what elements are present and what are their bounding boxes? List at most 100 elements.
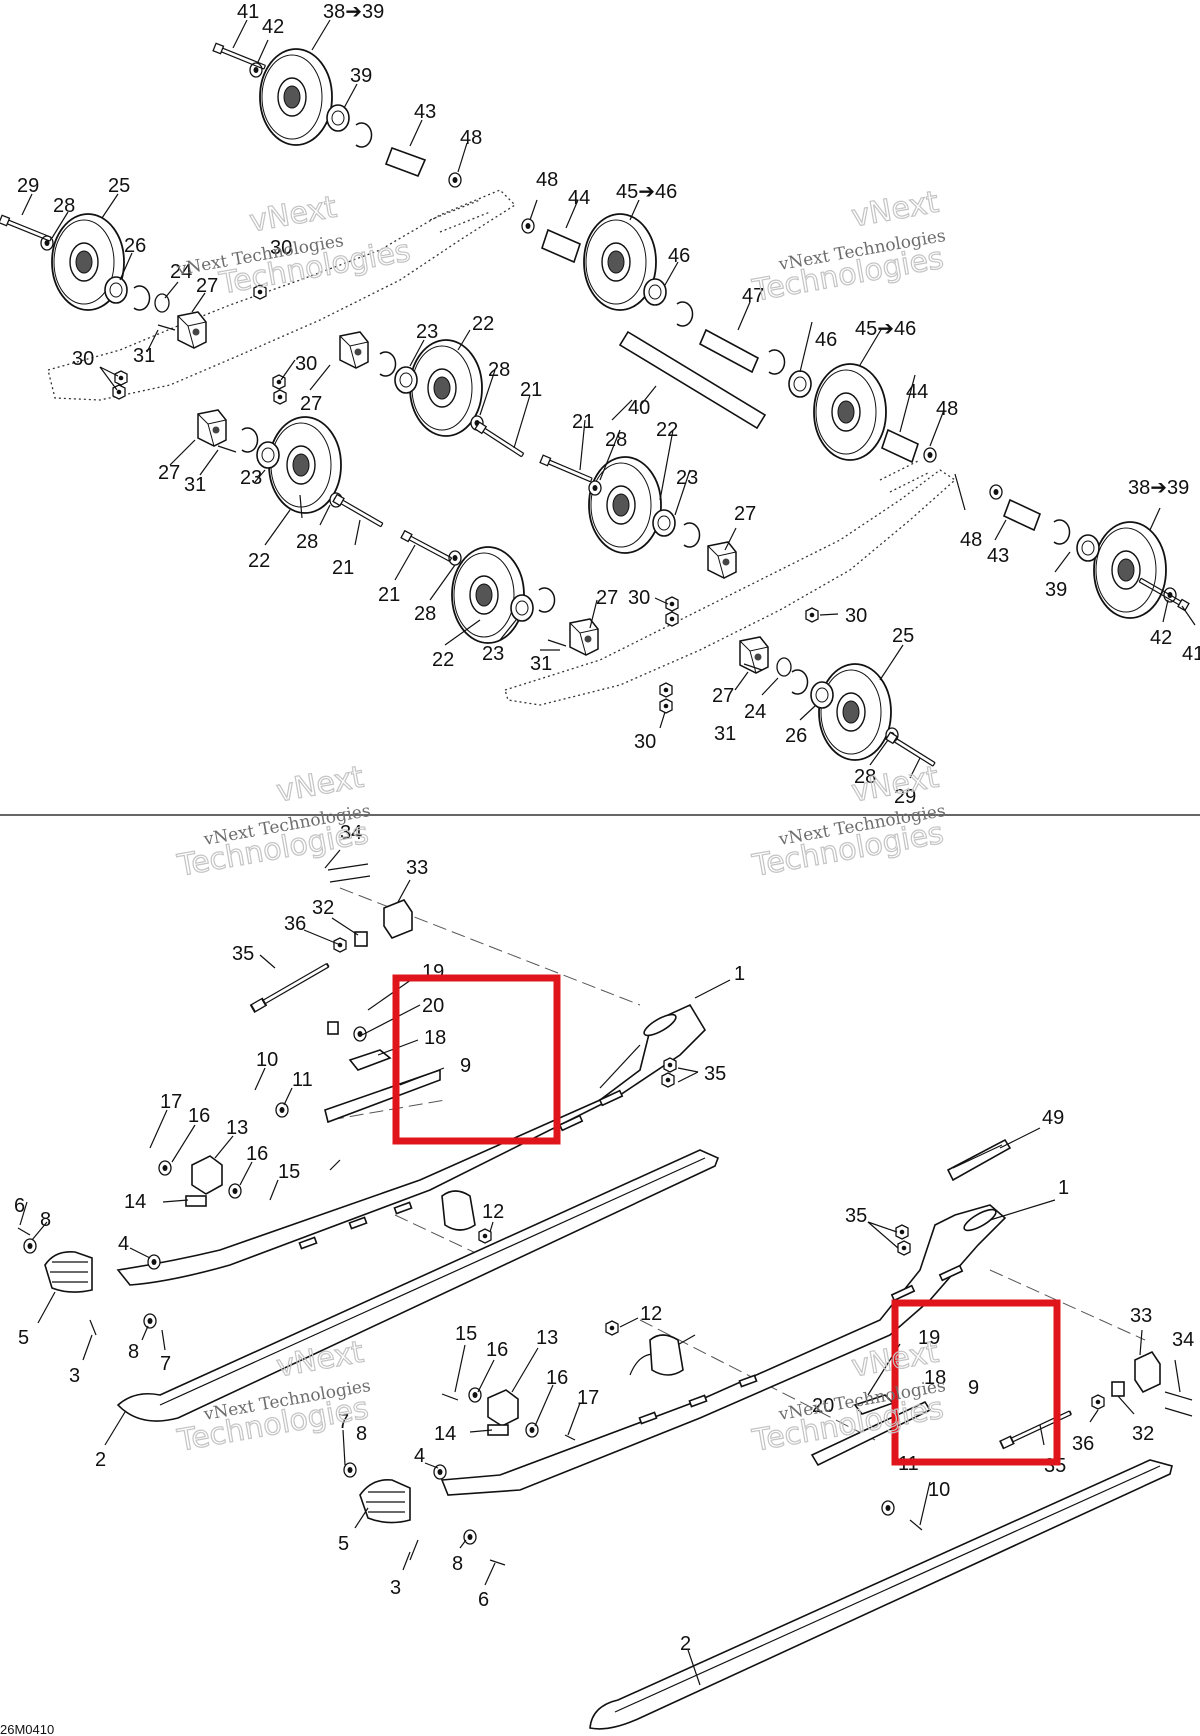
bearing-23-b — [256, 441, 280, 469]
washer-8 — [23, 1238, 37, 1254]
nut-30-j — [659, 698, 673, 714]
bushing-12-lower — [649, 1334, 684, 1376]
callout-4b: 4 — [414, 1445, 425, 1467]
screw-3-lower — [409, 1539, 419, 1561]
bolt-34b — [329, 875, 371, 883]
washer-48 — [448, 172, 462, 188]
decal-49-inner — [952, 1144, 1003, 1169]
callout-1: 1 — [734, 963, 745, 985]
callout-32: 32 — [312, 897, 334, 919]
spacer-44-top — [541, 228, 581, 264]
callout-31d: 31 — [714, 723, 736, 745]
callout-1b: 1 — [1058, 1177, 1069, 1199]
callout-30f: 30 — [634, 731, 656, 753]
washer-48-b — [521, 218, 535, 234]
callout-16d: 16 — [546, 1367, 568, 1389]
callout-23c: 23 — [240, 467, 262, 489]
bolt-21 — [474, 421, 526, 460]
axle-holder-27-e — [569, 618, 599, 656]
wheel-38-b — [1093, 521, 1167, 619]
clip — [683, 522, 701, 548]
lower-rail-assembly — [17, 863, 1193, 1730]
callout-31c: 31 — [530, 653, 552, 675]
washer-11-lower — [881, 1500, 895, 1516]
callout-8: 8 — [40, 1209, 51, 1231]
rail-detail-top — [429, 199, 931, 493]
clip — [379, 351, 397, 377]
washer-48-d — [989, 484, 1003, 500]
callout-19b: 19 — [918, 1327, 940, 1349]
callout-35: 35 — [232, 943, 254, 965]
wheel-25-b — [818, 663, 892, 761]
bushing-12 — [441, 1190, 476, 1231]
callout-34: 34 — [340, 822, 362, 844]
callout-13: 13 — [226, 1117, 248, 1139]
callout-46b: 46 — [815, 329, 837, 351]
callout-27b: 27 — [300, 393, 322, 415]
washer-16 — [158, 1160, 172, 1176]
bearing-23-c — [652, 509, 676, 537]
nut-36 — [333, 937, 347, 953]
callout-12: 12 — [482, 1201, 504, 1223]
callout-12b: 12 — [640, 1303, 662, 1325]
rail-tip-5-lower — [359, 1478, 411, 1524]
callout-25b: 25 — [892, 625, 914, 647]
slider-2-lower — [589, 1459, 1173, 1730]
slider-2-lower-edge — [614, 1465, 1161, 1713]
clip — [241, 427, 259, 453]
screw-31 — [157, 324, 176, 331]
callout-48b: 48 — [536, 169, 558, 191]
lower-leader-lines — [19, 849, 1181, 1686]
washer-11 — [275, 1102, 289, 1118]
upper-wheel-assembly — [0, 42, 1190, 769]
callout-17b: 17 — [577, 1387, 599, 1409]
washer-16-b — [228, 1183, 242, 1199]
callout-15b: 15 — [455, 1323, 477, 1345]
clip — [676, 301, 694, 327]
callout-21: 21 — [520, 379, 542, 401]
callout-46: 46 — [668, 245, 690, 267]
callout-8d: 8 — [452, 1553, 463, 1575]
callout-26: 26 — [124, 235, 146, 257]
rail-1-lower — [440, 1204, 1007, 1496]
callout-30b: 30 — [72, 348, 94, 370]
screw-15-lower — [441, 1393, 459, 1401]
rail-1-slots — [298, 1013, 677, 1250]
nut-12 — [478, 1228, 492, 1244]
bolt-21-b — [332, 493, 385, 530]
callout-16: 16 — [188, 1105, 210, 1127]
screw-6-lower — [489, 1559, 506, 1566]
callout-43b: 43 — [987, 545, 1009, 567]
nut-30-i — [659, 682, 673, 698]
callout-30: 30 — [270, 237, 292, 259]
block-33 — [383, 899, 413, 939]
nut-35 — [663, 1057, 677, 1073]
callout-7: 7 — [160, 1353, 171, 1375]
spacer-47 — [698, 328, 760, 374]
callout-33b: 33 — [1130, 1305, 1152, 1327]
shaft-40 — [618, 330, 767, 430]
callout-36: 36 — [284, 913, 306, 935]
callout-3: 3 — [69, 1365, 80, 1387]
callout-44b: 44 — [906, 381, 928, 403]
callout-41b: 41 — [1182, 643, 1200, 665]
callout-30c: 30 — [295, 353, 317, 375]
callout-27c: 27 — [734, 503, 756, 525]
spacer-43-right — [1002, 498, 1042, 532]
callout-2: 2 — [95, 1449, 106, 1471]
screw-31-c — [547, 639, 567, 647]
clip — [133, 285, 151, 311]
callout-42b: 42 — [1150, 627, 1172, 649]
screw-3 — [89, 1319, 97, 1336]
callout-22: 22 — [472, 313, 494, 335]
screw-17-lower — [564, 1434, 576, 1441]
nut-30-d — [273, 389, 287, 405]
callout-18b: 18 — [924, 1367, 946, 1389]
callout-17: 17 — [160, 1091, 182, 1113]
figure-reference-code: 26M0410 — [0, 1722, 54, 1736]
lower-callouts: 34 33 32 36 35 19 20 18 9 1 35 10 11 17 … — [14, 822, 1194, 1655]
bumper-13 — [191, 1155, 223, 1195]
spacer-32 — [354, 931, 368, 947]
callout-30e: 30 — [845, 605, 867, 627]
